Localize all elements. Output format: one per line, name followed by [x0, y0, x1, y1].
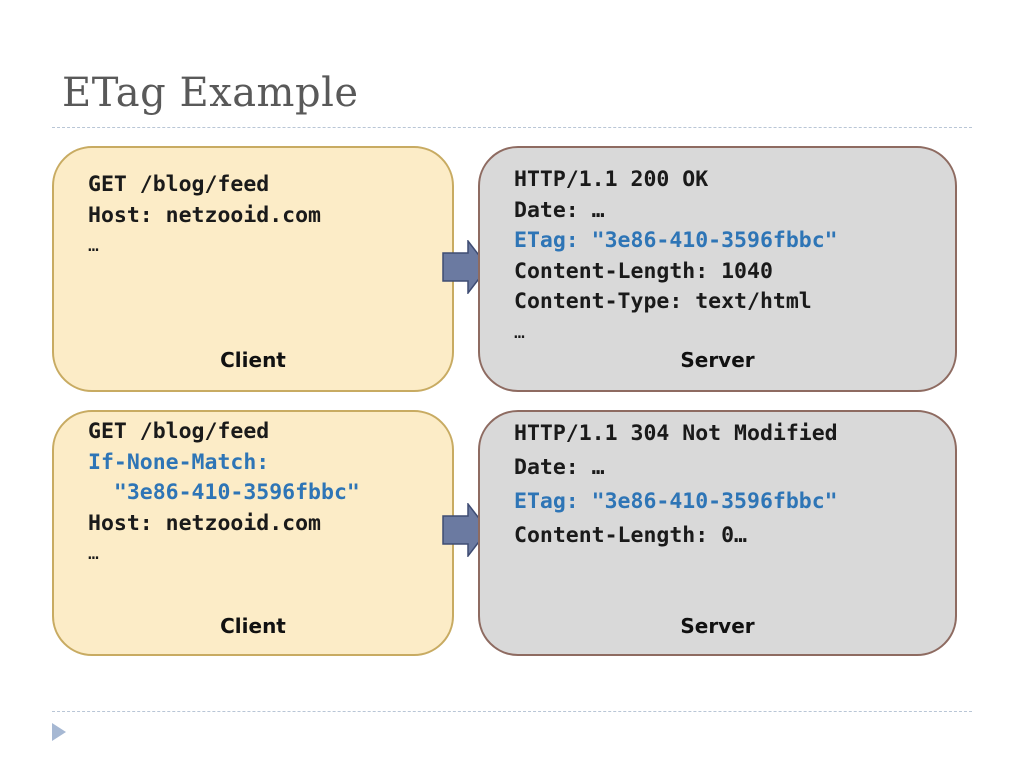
date-header: Date: …	[514, 197, 605, 223]
request-line: GET /blog/feed	[88, 419, 270, 444]
server-response-box-1: HTTP/1.1 200 OK Date: … ETag: "3e86-410-35…	[478, 146, 957, 392]
slide-title: ETag Example	[62, 70, 359, 116]
server-caption-2: Server	[680, 614, 755, 638]
server-caption-1: Server	[680, 348, 755, 372]
status-line: HTTP/1.1 304 Not Modified	[514, 421, 838, 446]
server-response-text-1: HTTP/1.1 200 OK Date: … ETag: "3e86-410-35…	[514, 165, 838, 348]
host-header: Host: netzooid.com	[88, 202, 321, 228]
if-none-match-header: If-None-Match:	[88, 449, 270, 475]
ellipsis: …	[88, 543, 99, 564]
content-length-header: Content-Length: 1040	[514, 258, 773, 284]
status-line: HTTP/1.1 200 OK	[514, 167, 709, 192]
etag-header: ETag: "3e86-410-3596fbbc"	[514, 489, 838, 514]
host-header: Host: netzooid.com	[88, 510, 321, 536]
client-caption-1: Client	[220, 348, 286, 372]
date-header: Date: …	[514, 455, 605, 480]
if-none-match-value: "3e86-410-3596fbbc"	[88, 480, 360, 505]
ellipsis: …	[88, 235, 99, 256]
etag-header: ETag: "3e86-410-3596fbbc"	[514, 228, 838, 253]
request-line: GET /blog/feed	[88, 172, 270, 197]
content-length-header: Content-Length: 0…	[514, 523, 747, 548]
ellipsis: …	[514, 321, 525, 343]
client-caption-2: Client	[220, 614, 286, 638]
title-divider	[52, 127, 972, 128]
footer-divider	[52, 711, 972, 712]
content-type-header: Content-Type: text/html	[514, 289, 812, 314]
triangle-bullet-icon	[52, 723, 66, 741]
